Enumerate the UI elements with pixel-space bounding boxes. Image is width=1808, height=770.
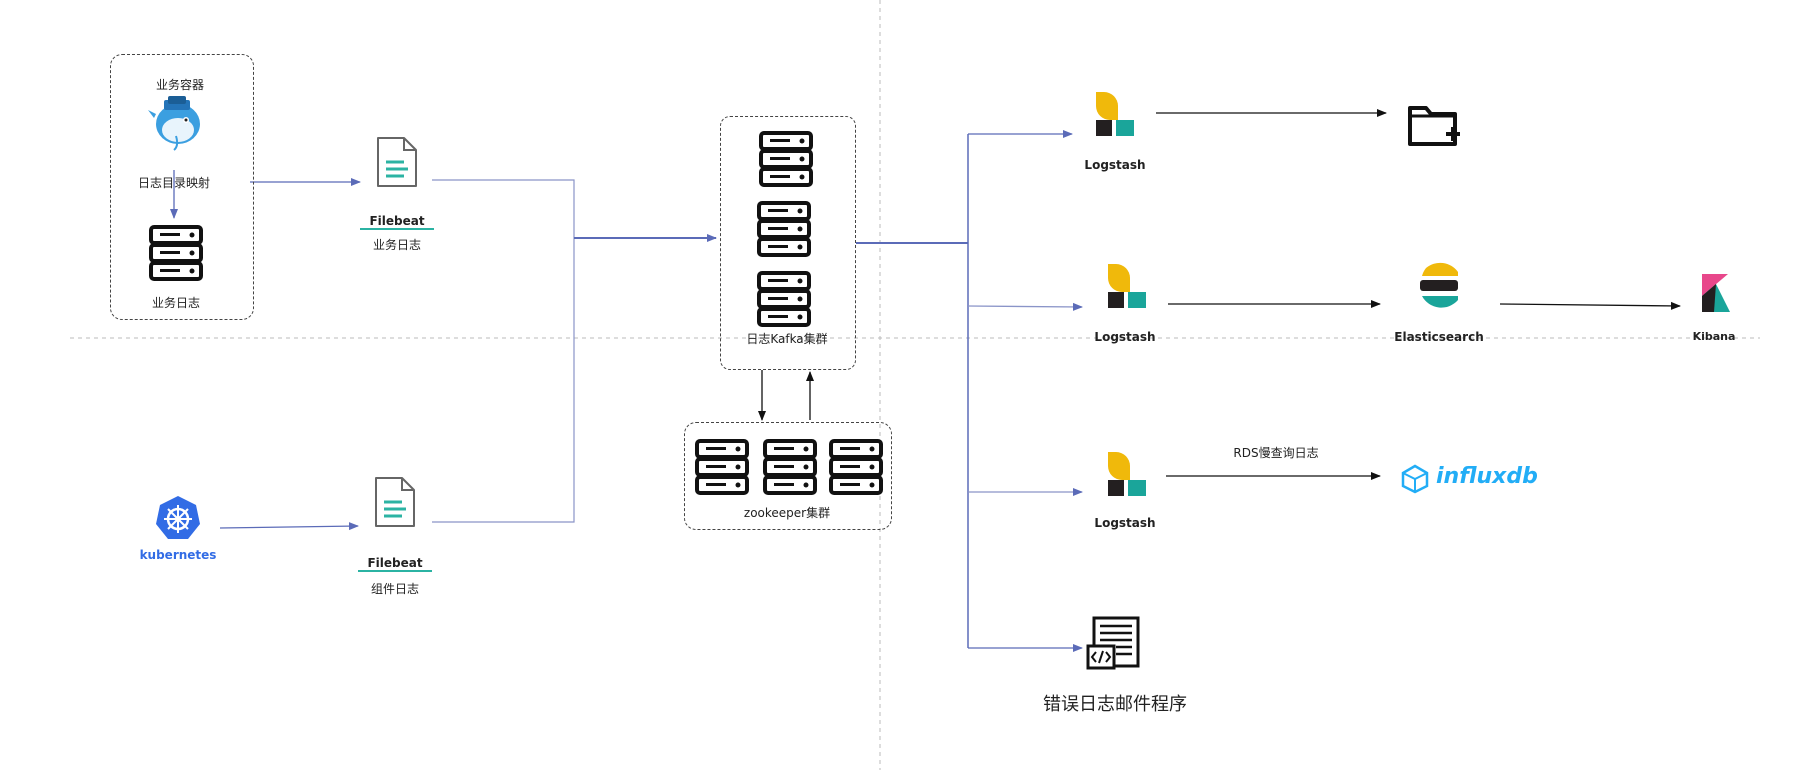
kubernetes-icon: [154, 494, 202, 542]
filebeat-desc-2: 组件日志: [370, 582, 419, 596]
container-title: 业务容器: [155, 78, 204, 92]
logstash-label-3: Logstash: [1094, 516, 1156, 530]
filebeat-desc-1: 业务日志: [372, 238, 421, 252]
kafka-server-icon-3: [756, 270, 812, 328]
logstash-icon-2: [1106, 262, 1148, 310]
docker-icon: [146, 96, 206, 152]
kibana-icon: [1700, 272, 1730, 312]
logstash-icon-1: [1094, 90, 1136, 138]
zookeeper-cluster-box: [684, 422, 892, 530]
arrow-k8s-to-filebeat2: [219, 522, 359, 531]
arrow-es-to-kibana: [1499, 301, 1681, 310]
logstash-label-2: Logstash: [1094, 330, 1156, 344]
line-filebeat1-to-merge: [432, 179, 575, 238]
elasticsearch-label: Elasticsearch: [1394, 330, 1484, 344]
zookeeper-cluster-label: zookeeper集群: [743, 506, 831, 520]
kafka-cluster-label: 日志Kafka集群: [746, 332, 828, 346]
elasticsearch-icon: [1418, 262, 1460, 310]
code-document-icon: [1086, 616, 1142, 676]
arrow-trunk-to-logstash2: [967, 302, 1083, 311]
logstash-icon-3: [1106, 450, 1148, 498]
filebeat-doc-icon-1: [374, 136, 420, 188]
rds-slow-query-label: RDS慢查询日志: [1233, 446, 1319, 460]
influxdb-icon: [1400, 464, 1430, 494]
zookeeper-server-icon-3: [828, 438, 884, 496]
business-log-label: 业务日志: [151, 296, 200, 310]
folder-add-icon: [1406, 98, 1462, 150]
mapping-label: 日志目录映射: [137, 176, 210, 190]
mail-program-label: 错误日志邮件程序: [1043, 694, 1187, 715]
line-filebeat2-to-merge: [432, 238, 575, 523]
influxdb-label: influxdb: [1436, 464, 1538, 489]
kubernetes-label: kubernetes: [139, 548, 217, 562]
business-log-server-icon: [148, 224, 204, 282]
filebeat-name-1: Filebeat: [360, 214, 434, 230]
filebeat-name-2: Filebeat: [358, 556, 432, 572]
zookeeper-server-icon-1: [694, 438, 750, 496]
zookeeper-server-icon-2: [762, 438, 818, 496]
logstash-label-1: Logstash: [1084, 158, 1146, 172]
filebeat-doc-icon-2: [372, 476, 418, 528]
kibana-label: Kibana: [1692, 330, 1736, 343]
kafka-cluster-box: [720, 116, 856, 370]
kafka-server-icon-1: [758, 130, 814, 188]
business-container-box: [110, 54, 254, 320]
kafka-server-icon-2: [756, 200, 812, 258]
